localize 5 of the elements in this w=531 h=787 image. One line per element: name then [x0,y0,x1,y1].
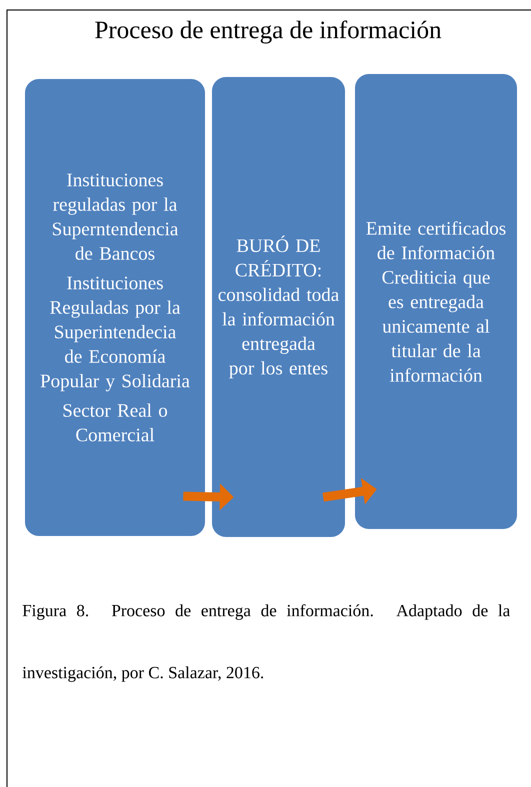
title: Proceso de entrega de información [95,20,442,44]
process-box: BURÓ DE CRÉDITO: consolidad toda la información entregada por los entes [212,77,345,537]
caption: Figura 8. Proceso de entrega de información. Adaptado de la investigación, por C. Salazar, 2016. [22,604,510,682]
process-box: Instituciones reguladas por la Superntendencia de Bancos Instituciones Reguladas por la Superintendecia de Economía Popular y Solidaria Sector Real o Comercial [25,79,205,536]
process-box: Emite certificados de Información Crediticia que es entregada unicamente al titular de la información [355,74,517,529]
